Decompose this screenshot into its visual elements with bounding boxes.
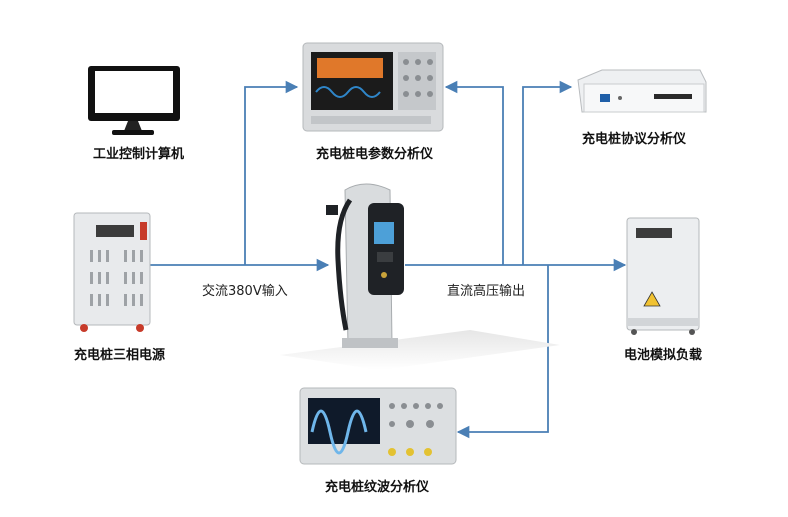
three-phase-source-label: 充电桩三相电源 xyxy=(74,344,165,363)
dc-output-label: 直流高压输出 xyxy=(447,280,525,299)
ac-input-label: 交流380V输入 xyxy=(202,280,288,299)
charging-pile-icon xyxy=(280,184,560,370)
ripple-analyzer-label: 充电桩纹波分析仪 xyxy=(325,476,429,495)
three-phase-source-icon xyxy=(74,213,150,332)
protocol-analyzer-icon xyxy=(578,70,706,112)
protocol-analyzer-label: 充电桩协议分析仪 xyxy=(582,128,686,147)
dc-to-protocol-analyzer-arrow xyxy=(523,87,571,265)
battery-load-icon xyxy=(627,218,699,335)
power-analyzer-icon xyxy=(303,43,443,131)
power-analyzer-label: 充电桩电参数分析仪 xyxy=(316,143,433,162)
dc-to-power-analyzer-arrow xyxy=(446,87,503,265)
ac-to-power-analyzer-arrow xyxy=(245,87,297,265)
monitor-icon xyxy=(88,66,180,135)
ipc-label: 工业控制计算机 xyxy=(93,143,184,162)
load-label: 电池模拟负载 xyxy=(624,344,702,363)
oscilloscope-icon xyxy=(300,388,456,464)
